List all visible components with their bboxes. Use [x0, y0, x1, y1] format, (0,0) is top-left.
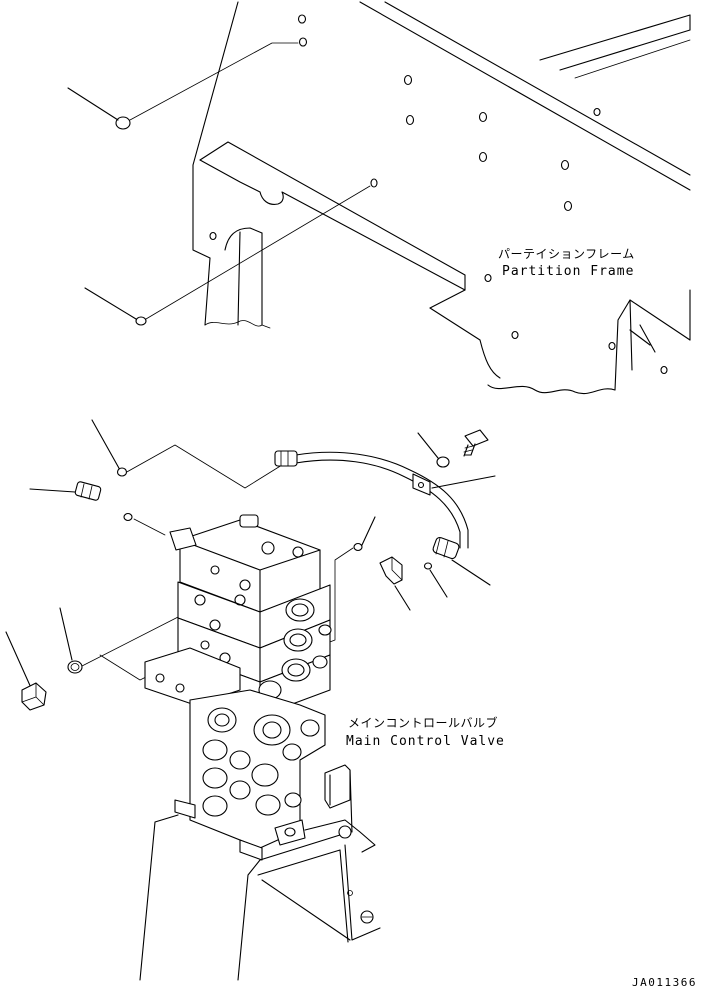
left-fittings [5, 481, 183, 711]
partition-frame-label-jp: パーテイションフレーム [498, 247, 635, 261]
drawing-code: JA011366 [632, 976, 697, 989]
partition-frame [67, 1, 691, 395]
right-fittings [321, 516, 448, 646]
mounting-bracket [139, 764, 381, 981]
main-control-valve-label-en: Main Control Valve [346, 734, 505, 749]
hose-assembly [91, 419, 496, 586]
partition-frame-label-en: Partition Frame [502, 264, 634, 279]
main-control-valve-label: メインコントロールバルブ Main Control Valve [346, 715, 505, 749]
main-control-valve-label-jp: メインコントロールバルブ [348, 715, 498, 730]
main-control-valve [144, 514, 332, 861]
partition-frame-label: パーテイションフレーム Partition Frame [498, 247, 635, 279]
